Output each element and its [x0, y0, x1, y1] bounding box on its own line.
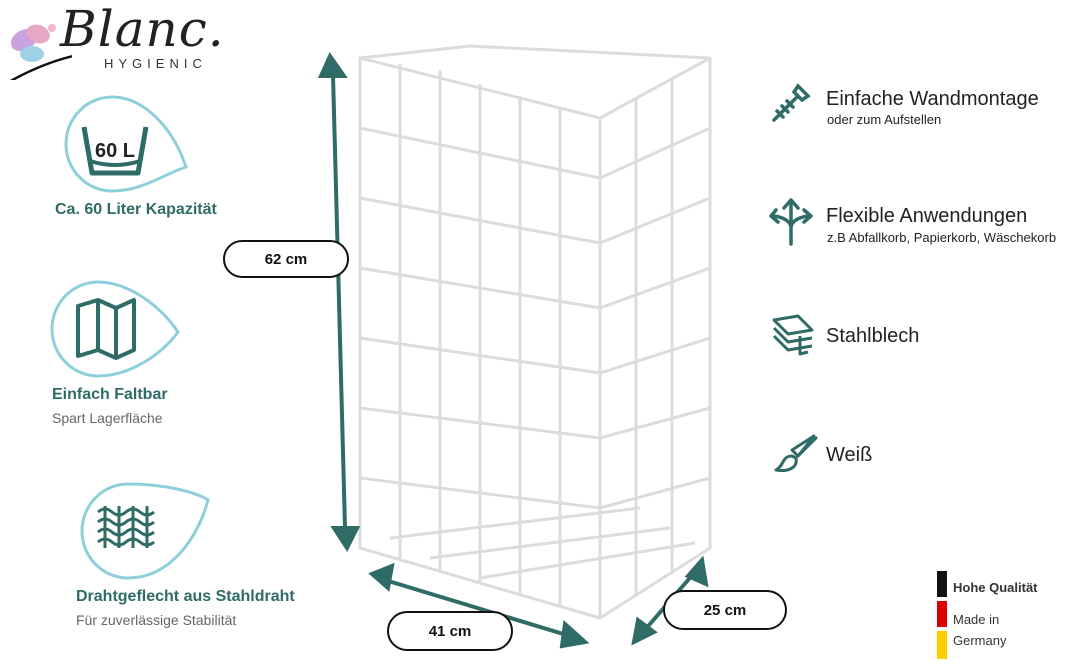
wire-basket-image [358, 44, 712, 620]
wire-mesh-icon [97, 506, 155, 548]
capacity-title: Ca. 60 Liter Kapazität [55, 201, 217, 218]
width-dimension-label: 41 cm [387, 611, 513, 651]
color-title: Weiß [826, 444, 873, 466]
drop-fold-badge [50, 280, 180, 378]
bucket-icon [81, 126, 149, 176]
depth-dimension-label: 25 cm [663, 590, 787, 630]
splash-logo-icon [9, 24, 72, 80]
steel-sheet-title: Stahlblech [826, 325, 920, 347]
brand-logo: Blanc. HYGIENIC [0, 0, 224, 90]
flag-gold-stripe [937, 631, 947, 659]
brand-subtitle: HYGIENIC [104, 56, 207, 71]
arrows-split-icon [769, 198, 813, 246]
foldable-title: Einfach Faltbar [52, 386, 168, 403]
quality-label: Hohe Qualität [953, 580, 1038, 595]
height-dimension-label: 62 cm [223, 240, 349, 278]
made-in-label: Made in [953, 612, 1000, 627]
mesh-subtitle: Für zuverlässige Stabilität [76, 612, 237, 628]
wall-mount-title: Einfache Wandmontage [826, 88, 1039, 110]
brand-name: Blanc. [60, 0, 225, 58]
flexible-use-title: Flexible Anwendungen [826, 205, 1028, 227]
paintbrush-icon [774, 434, 818, 472]
flexible-use-subtitle: z.B Abfallkorb, Papierkorb, Wäschekorb [827, 230, 1057, 245]
bucket-capacity-label: 60 L [95, 140, 136, 162]
folding-map-icon [76, 298, 136, 360]
wall-mount-subtitle: oder zum Aufstellen [827, 112, 942, 127]
screw-icon [772, 83, 811, 122]
drop-bucket-badge [64, 95, 188, 193]
steel-sheet-icon [772, 314, 814, 356]
flag-black-stripe [937, 571, 947, 597]
drop-mesh-badge [80, 482, 210, 580]
mesh-title: Drahtgeflecht aus Stahldraht [76, 588, 295, 605]
foldable-subtitle: Spart Lagerfläche [52, 410, 163, 426]
flag-red-stripe [937, 601, 947, 627]
country-label: Germany [953, 633, 1007, 648]
